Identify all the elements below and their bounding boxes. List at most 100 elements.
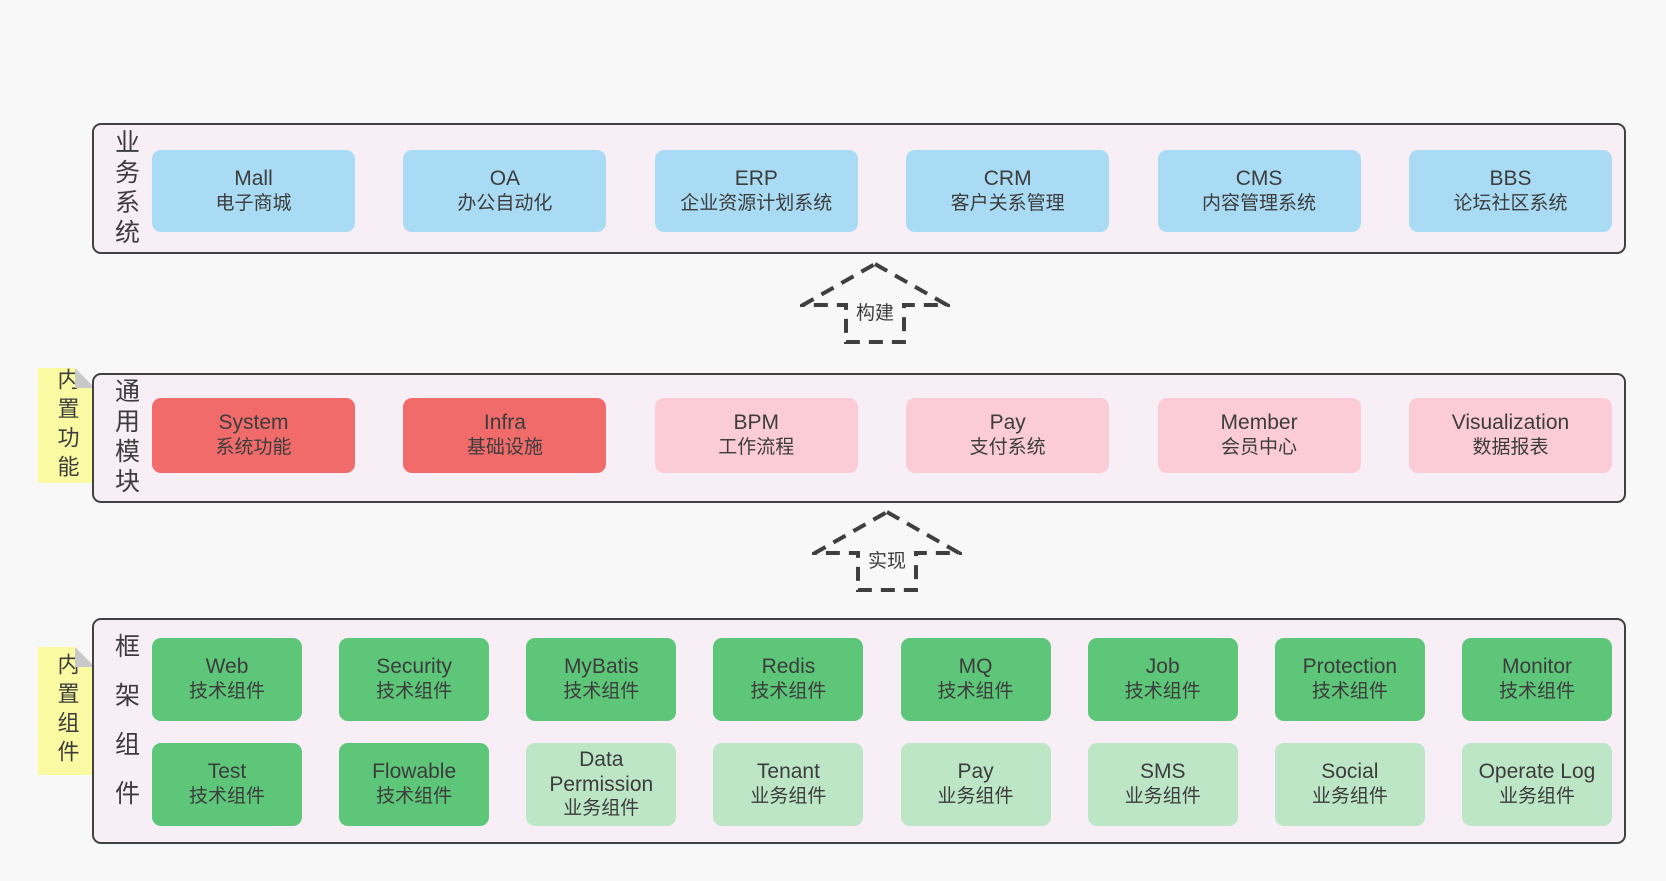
box-desc: 企业资源计划系统 <box>680 192 833 214</box>
box-job: Job 技术组件 <box>1087 638 1238 721</box>
panel-side-label: 框架组件 <box>108 620 142 842</box>
box-desc: 业务组件 <box>750 786 827 807</box>
dashed-up-arrow-build: 构建 <box>800 261 950 345</box>
box-name: MyBatis <box>563 655 639 679</box>
box-flowable: Flowable 技术组件 <box>339 743 490 826</box>
panel-side-label: 通用模块 <box>108 375 142 501</box>
box-name: Flowable <box>372 760 457 784</box>
box-name: Visualization <box>1451 411 1570 435</box>
box-desc: 业务组件 <box>1311 786 1388 807</box>
box-data-permission: Data Permission 业务组件 <box>526 743 677 826</box>
box-desc: 技术组件 <box>750 681 827 702</box>
dashed-up-arrow-implement: 实现 <box>812 509 962 593</box>
sticky-note-built-in-components: 内置组件 <box>38 647 95 775</box>
box-desc: 技术组件 <box>1124 681 1201 702</box>
box-infra: Infra 基础设施 <box>403 398 607 473</box>
box-desc: 会员中心 <box>1221 437 1298 458</box>
box-name: Security <box>376 655 453 679</box>
box-desc: 电子商城 <box>215 192 292 214</box>
panel-side-label: 业务系统 <box>108 125 142 252</box>
box-desc: 论坛社区系统 <box>1453 192 1568 214</box>
box-name: Web <box>205 655 249 679</box>
box-name: SMS <box>1139 760 1186 784</box>
box-desc: 办公自动化 <box>457 192 553 214</box>
panel-side-label-text: 业务系统 <box>111 128 140 249</box>
box-desc: 技术组件 <box>563 681 640 702</box>
box-name: ERP <box>734 166 778 190</box>
box-desc: 数据报表 <box>1472 437 1549 458</box>
box-name: Monitor <box>1501 655 1572 679</box>
box-social: Social 业务组件 <box>1274 743 1425 826</box>
box-desc: 技术组件 <box>188 681 265 702</box>
panel-side-label-text: 通用模块 <box>111 378 140 498</box>
box-cms: CMS 内容管理系统 <box>1157 150 1361 232</box>
common-modules-row: System 系统功能 Infra 基础设施 BPM 工作流程 Pay 支付系统… <box>152 398 1612 473</box>
box-desc: 技术组件 <box>188 786 265 807</box>
box-mq: MQ 技术组件 <box>900 638 1051 721</box>
box-pay-system: Pay 支付系统 <box>906 398 1110 473</box>
box-redis: Redis 技术组件 <box>713 638 864 721</box>
box-desc: 技术组件 <box>376 681 453 702</box>
box-desc: 业务组件 <box>1124 786 1201 807</box>
box-mall: Mall 电子商城 <box>152 150 355 232</box>
box-desc: 系统功能 <box>215 437 292 458</box>
box-name: Tenant <box>756 760 820 784</box>
box-name: Protection <box>1302 655 1398 679</box>
sticky-note-label: 内置功能 <box>54 367 80 484</box>
box-desc: 技术组件 <box>1498 681 1575 702</box>
tech-components-row: Web 技术组件 Security 技术组件 MyBatis 技术组件 Redi… <box>152 638 1612 721</box>
panel-side-label-text: 框架组件 <box>111 633 140 829</box>
up-arrow-icon <box>812 509 962 592</box>
box-visualization: Visualization 数据报表 <box>1408 398 1612 473</box>
box-name: MQ <box>958 655 993 679</box>
box-member: Member 会员中心 <box>1157 398 1361 473</box>
box-security: Security 技术组件 <box>339 638 490 721</box>
biz-components-row: Test 技术组件 Flowable 技术组件 Data Permission … <box>152 743 1612 826</box>
box-sms: SMS 业务组件 <box>1087 743 1238 826</box>
box-crm: CRM 客户关系管理 <box>906 150 1110 232</box>
arrow-label-implement: 实现 <box>863 545 911 574</box>
box-name: Job <box>1145 655 1180 679</box>
box-name: Infra <box>483 411 526 435</box>
box-desc: 工作流程 <box>718 437 795 458</box>
box-desc: 基础设施 <box>466 437 543 458</box>
box-name: Redis <box>761 655 816 679</box>
business-systems-row: Mall 电子商城 OA 办公自动化 ERP 企业资源计划系统 CRM 客户关系… <box>152 150 1612 232</box>
sticky-note-label: 内置组件 <box>54 653 80 769</box>
box-desc: 技术组件 <box>1311 681 1388 702</box>
box-name: BPM <box>733 411 780 435</box>
box-bbs: BBS 论坛社区系统 <box>1408 150 1612 232</box>
box-monitor: Monitor 技术组件 <box>1461 638 1612 721</box>
box-desc: 业务组件 <box>937 786 1014 807</box>
box-system: System 系统功能 <box>152 398 355 473</box>
box-name: OA <box>489 166 521 190</box>
box-operate-log: Operate Log 业务组件 <box>1461 743 1612 826</box>
box-desc: 内容管理系统 <box>1202 192 1317 214</box>
box-name: CRM <box>983 166 1032 190</box>
box-name: System <box>218 411 289 435</box>
panel-framework-components: 框架组件 Web 技术组件 Security 技术组件 MyBatis 技术组件… <box>92 618 1626 844</box>
panel-common-modules: 通用模块 System 系统功能 Infra 基础设施 BPM 工作流程 Pay… <box>92 373 1626 503</box>
box-name: Operate Log <box>1478 760 1596 784</box>
box-desc: 客户关系管理 <box>950 192 1065 214</box>
box-test: Test 技术组件 <box>152 743 302 826</box>
box-web: Web 技术组件 <box>152 638 302 721</box>
box-name: Data Permission <box>549 747 654 796</box>
box-name: Pay <box>957 760 994 784</box>
box-name: BBS <box>1489 166 1532 190</box>
up-arrow-icon <box>800 261 950 344</box>
panel-business-systems: 业务系统 Mall 电子商城 OA 办公自动化 ERP 企业资源计划系统 CRM… <box>92 123 1626 254</box>
box-name: Member <box>1220 411 1298 435</box>
box-desc: 支付系统 <box>969 437 1046 458</box>
box-name: Pay <box>989 411 1026 435</box>
box-name: Mall <box>234 166 273 190</box>
box-desc: 技术组件 <box>937 681 1014 702</box>
box-oa: OA 办公自动化 <box>403 150 607 232</box>
box-bpm: BPM 工作流程 <box>654 398 858 473</box>
box-mybatis: MyBatis 技术组件 <box>526 638 677 721</box>
box-desc: 业务组件 <box>563 798 640 820</box>
sticky-note-built-in-features: 内置功能 <box>38 368 95 483</box>
box-desc: 业务组件 <box>1498 786 1575 807</box>
arrow-label-build: 构建 <box>851 297 899 326</box>
